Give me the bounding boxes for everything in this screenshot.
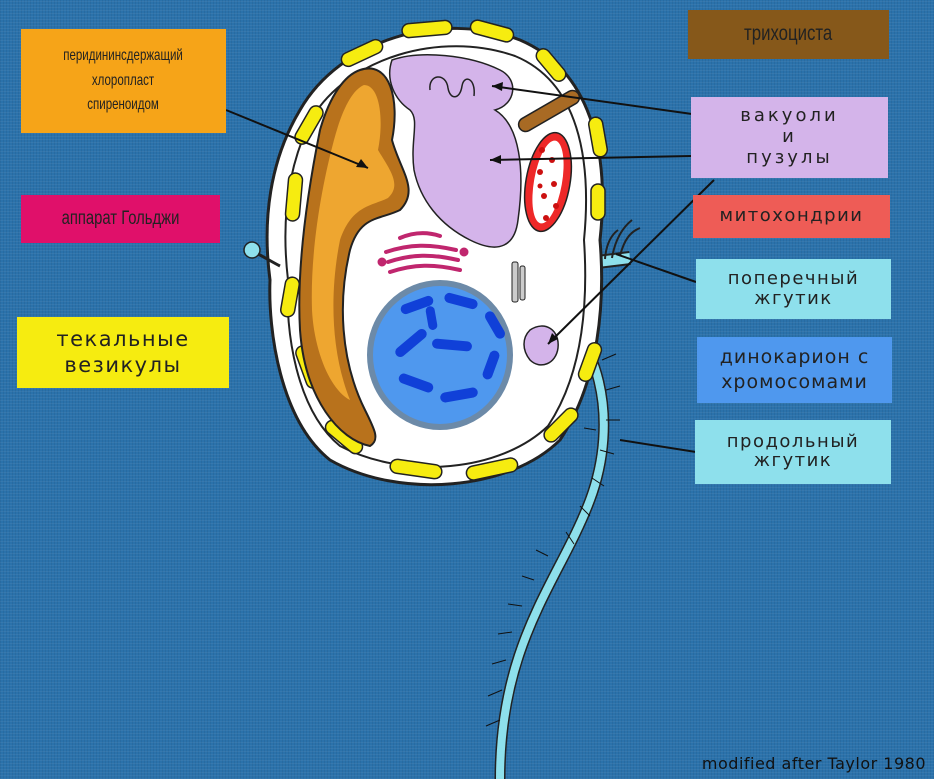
mitochondria-label: митохондрии <box>693 195 890 238</box>
dinokaryon <box>370 283 510 427</box>
chloroplast-label: перидининсдержащий хлоропласт спиреноидо… <box>21 29 226 133</box>
chloroplast-label-text: перидининсдержащий хлоропласт спиреноидо… <box>64 44 184 118</box>
thecal-vesicles-label: текальные везикулы <box>17 317 229 388</box>
transverse-flagellum-label: поперечный жгутик <box>696 259 891 319</box>
dinokaryon-label: динокарион с хромосомами <box>697 337 892 403</box>
golgi-label: аппарат Гольджи <box>21 195 220 243</box>
longitudinal-flagellum-label: продольный жгутик <box>695 420 891 484</box>
golgi-label-text: аппарат Гольджи <box>62 209 180 229</box>
flagellar-base <box>512 262 525 302</box>
trichocyst-label-text: трихоциста <box>744 23 832 45</box>
vacuoles-label: вакуоли и пузулы <box>691 97 888 178</box>
trichocyst-label: трихоциста <box>688 10 889 59</box>
credit-caption: modified after Taylor 1980 <box>702 754 926 773</box>
